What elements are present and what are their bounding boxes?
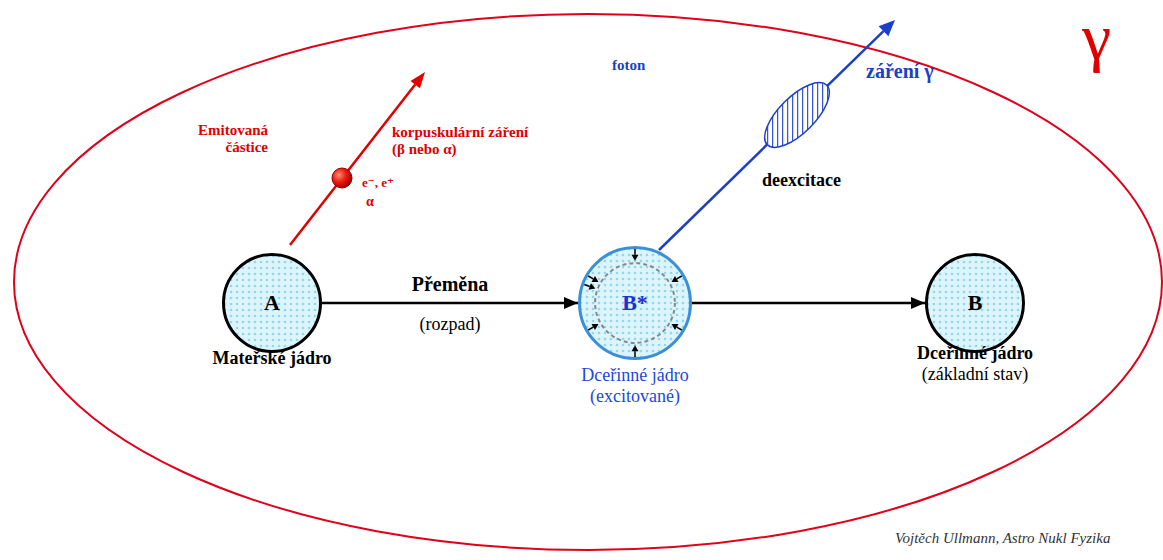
nucleus-circle: BDceřinné jádro (základní stav): [925, 253, 1025, 353]
nucleus-disc: [927, 255, 1024, 352]
nucleus-symbol: B: [968, 292, 983, 314]
ground-state-outline: [595, 263, 675, 343]
particle-type: α: [366, 194, 374, 210]
gamma-symbol: γ: [1082, 4, 1111, 70]
region-ellipse: [14, 14, 1162, 550]
contraction-arrow: [588, 327, 593, 330]
contraction-arrowhead: [672, 276, 679, 282]
nucleus-symbol: B*: [622, 292, 648, 314]
radiation-label: korpuskulární záření (β nebo α): [392, 124, 532, 159]
nucleus-circle: AMateřské jádro: [222, 253, 322, 353]
nucleus-symbol: A: [264, 292, 280, 314]
nucleus-caption: Dceřinné jádro (základní stav): [900, 343, 1050, 384]
photon-label: foton: [612, 57, 645, 74]
process-note: (rozpad): [420, 314, 481, 335]
particle-arrow: [290, 85, 415, 245]
contraction-arrow: [634, 351, 636, 357]
contraction-arrowhead: [632, 345, 639, 351]
particle-arrowhead: [411, 72, 426, 88]
nucleus-circle: B*Dceřinné jádro (excitované): [578, 246, 692, 360]
nucleus-disc: [224, 255, 321, 352]
particle-type: e⁻, e⁺: [362, 176, 394, 191]
contraction-arrowhead: [632, 255, 639, 261]
nucleus-disc: [580, 248, 691, 359]
contraction-arrowhead: [672, 324, 679, 330]
contraction-arrow: [588, 276, 593, 279]
credit-note: Vojtěch Ullmann, Astro Nukl Fyzika: [895, 530, 1110, 547]
photon-packet: [755, 73, 840, 158]
contraction-arrow: [634, 249, 636, 255]
contraction-arrowhead: [592, 276, 599, 282]
transition-arrow: [692, 302, 925, 305]
contraction-arrowhead: [589, 283, 596, 290]
process-label: deexcitace: [762, 170, 841, 191]
transition-arrow: [322, 302, 578, 305]
edge-label: Přeměna: [409, 273, 492, 295]
contraction-arrowhead: [592, 324, 599, 330]
nucleus-caption: Dceřinné jádro (excitované): [560, 365, 710, 406]
radiation-label: záření γ: [866, 60, 934, 83]
contraction-arrow: [677, 327, 682, 330]
nucleus-caption: Mateřské jádro: [182, 348, 362, 369]
photon-arrowhead: [879, 20, 895, 36]
particle-label: Emitovaná částice: [178, 122, 268, 157]
contraction-arrow: [677, 276, 682, 279]
contraction-arrow: [584, 285, 589, 287]
particle-dot: [332, 168, 352, 188]
photon-arrow: [659, 31, 884, 250]
